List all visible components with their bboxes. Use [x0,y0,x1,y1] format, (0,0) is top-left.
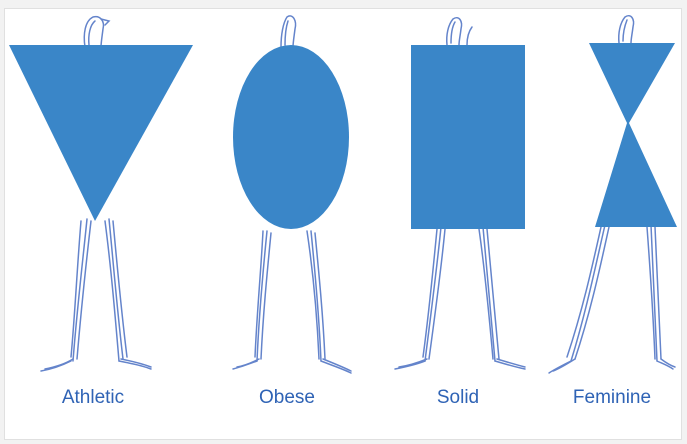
label-obese: Obese [217,387,357,409]
body-types-diagram [5,9,682,440]
label-solid: Solid [388,387,528,409]
feminine-hourglass [589,43,677,227]
body-types-card: Athletic Obese Solid Feminine [4,8,682,440]
label-feminine: Feminine [542,387,682,409]
label-athletic: Athletic [23,387,163,409]
solid-rectangle [411,45,525,229]
athletic-inverted-triangle [9,45,193,221]
obese-ellipse [233,45,349,229]
